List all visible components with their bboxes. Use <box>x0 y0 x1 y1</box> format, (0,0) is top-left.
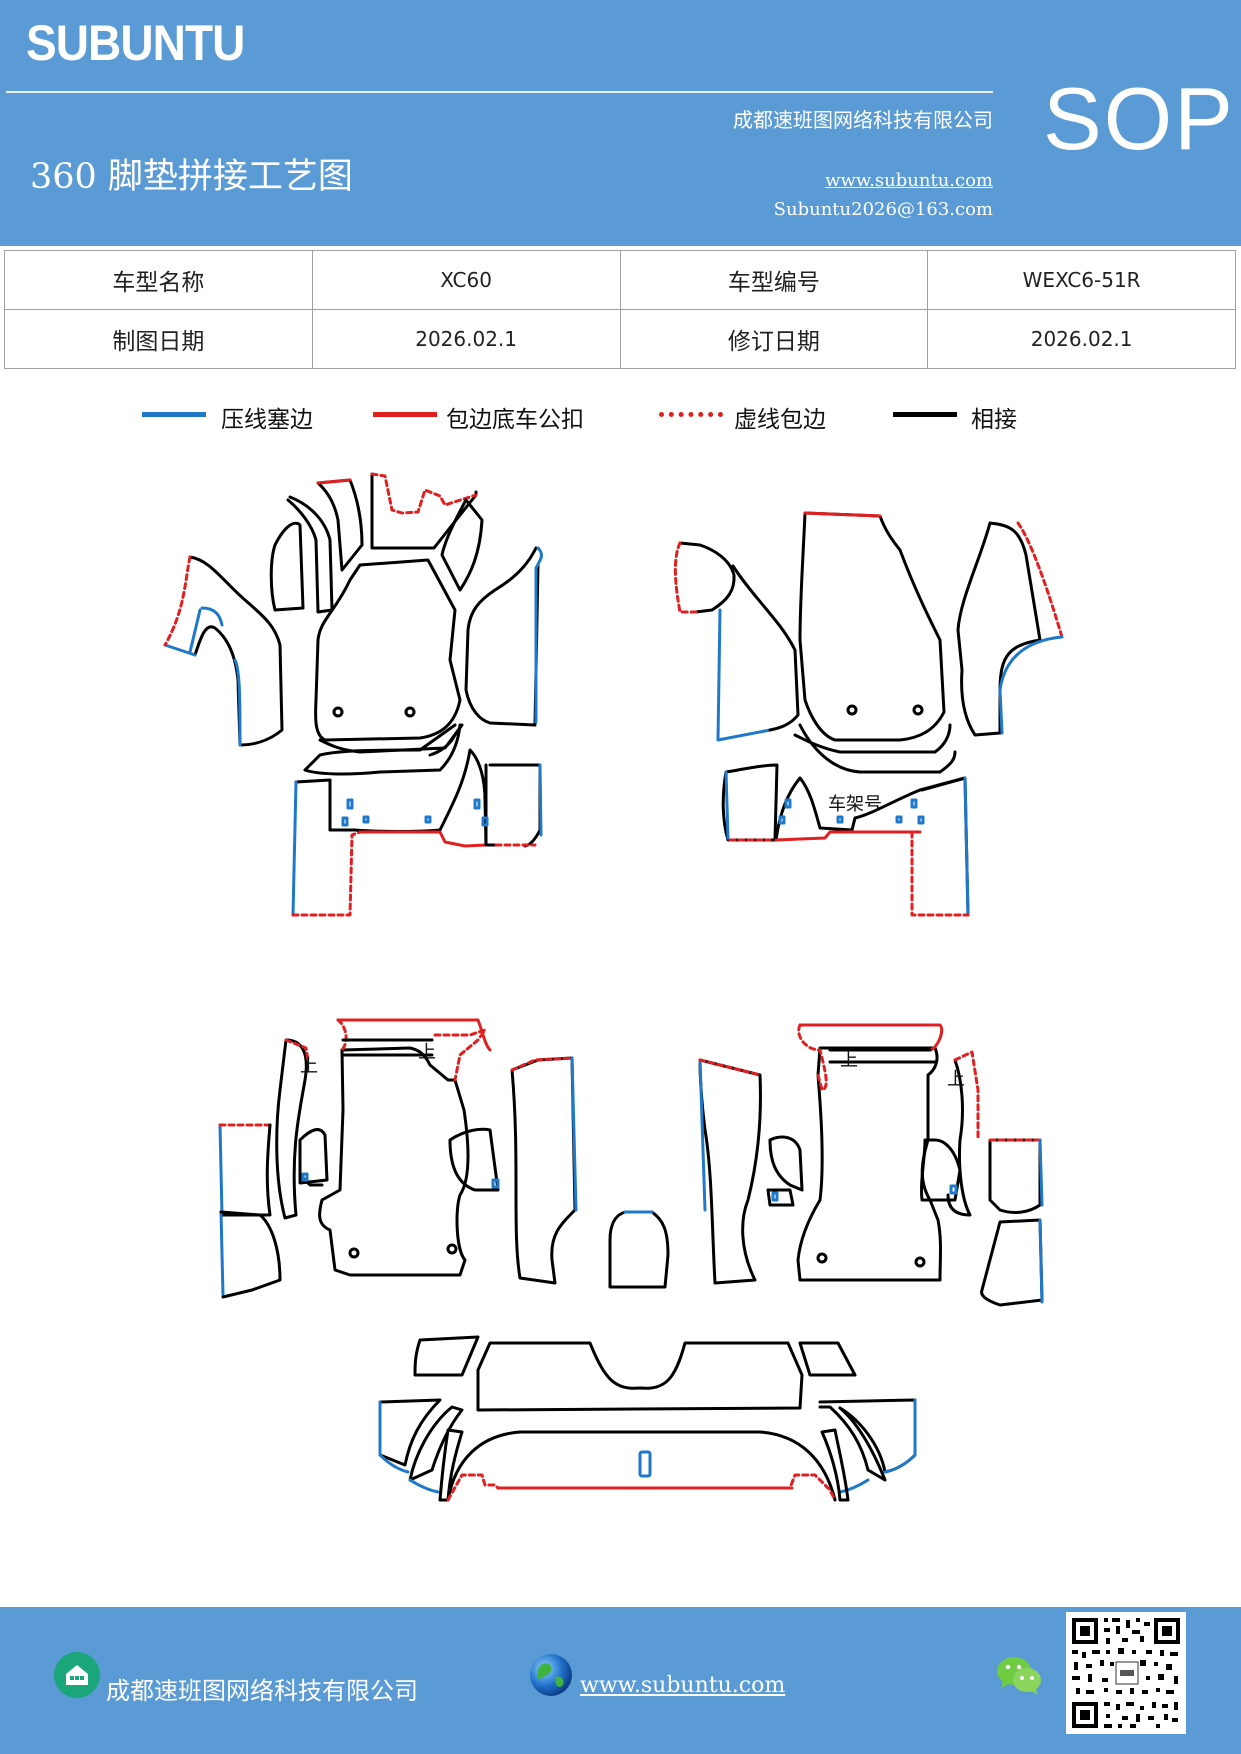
qr-code <box>1066 1612 1186 1734</box>
table-row: 制图日期 2026.02.1 修订日期 2026.02.1 <box>4 309 1236 369</box>
table-row: 车型名称 XC60 车型编号 WEXC6-51R <box>4 250 1236 310</box>
front-left-mat-group <box>163 472 543 917</box>
legend-buckle-swatch <box>373 412 437 417</box>
globe-icon <box>530 1654 572 1696</box>
up-mark-label: 上 <box>947 1069 965 1090</box>
header-company: 成都速班图网络科技有限公司 <box>733 108 993 132</box>
legend-label-buckle: 包边底车公扣 <box>446 407 584 433</box>
up-mark-label: 上 <box>418 1042 436 1063</box>
header-divider <box>6 91 993 93</box>
up-mark-label: 上 <box>300 1056 318 1077</box>
up-mark-label: 上 <box>840 1050 858 1071</box>
header-website-link[interactable]: www.subuntu.com <box>825 170 993 191</box>
rear-right-mat-group: 上 上 <box>698 1023 1044 1307</box>
revise-date-value: 2026.02.1 <box>927 309 1236 369</box>
legend-label-press: 压线塞边 <box>221 407 313 433</box>
center-tunnel-mat <box>608 1210 670 1289</box>
legend: 压线塞边 包边底车公扣 虚线包边 相接 <box>0 400 1241 440</box>
model-code-value: WEXC6-51R <box>927 250 1236 310</box>
legend-press-line-swatch <box>142 412 206 417</box>
brand-logo: SUBUNTU <box>26 15 245 71</box>
footer-banner: 成都速班图网络科技有限公司 www.subuntu.com <box>0 1607 1241 1754</box>
draw-date-value: 2026.02.1 <box>311 309 621 369</box>
front-right-mat-group: 车架号 <box>673 511 1064 917</box>
footer-website-link[interactable]: www.subuntu.com <box>580 1673 786 1698</box>
home-icon <box>54 1652 100 1698</box>
rear-left-mat-group: 上 上 <box>218 1018 578 1299</box>
info-table: 车型名称 XC60 车型编号 WEXC6-51R 制图日期 2026.02.1 … <box>4 250 1236 369</box>
floor-mat-diagram: 车架号 上 <box>163 472 1064 1502</box>
model-name-label: 车型名称 <box>4 250 313 310</box>
legend-joint-swatch <box>893 412 957 417</box>
model-code-label: 车型编号 <box>619 250 929 310</box>
legend-label-dotted: 虚线包边 <box>734 407 826 433</box>
page-title: 360 脚垫拼接工艺图 <box>30 157 353 197</box>
trunk-mat-group <box>378 1335 917 1502</box>
sop-label: SOP <box>1043 69 1235 168</box>
footer-company: 成都速班图网络科技有限公司 <box>106 1677 418 1705</box>
frame-number-label: 车架号 <box>828 794 882 815</box>
header-email: Subuntu2026@163.com <box>773 199 993 220</box>
legend-dotted-swatch <box>659 412 723 417</box>
wechat-icon[interactable] <box>995 1653 1043 1697</box>
model-name-value: XC60 <box>311 250 621 310</box>
revise-date-label: 修订日期 <box>619 309 929 369</box>
legend-label-joint: 相接 <box>971 407 1017 433</box>
header-banner: SUBUNTU 成都速班图网络科技有限公司 360 脚垫拼接工艺图 www.su… <box>0 0 1241 246</box>
draw-date-label: 制图日期 <box>4 309 313 369</box>
